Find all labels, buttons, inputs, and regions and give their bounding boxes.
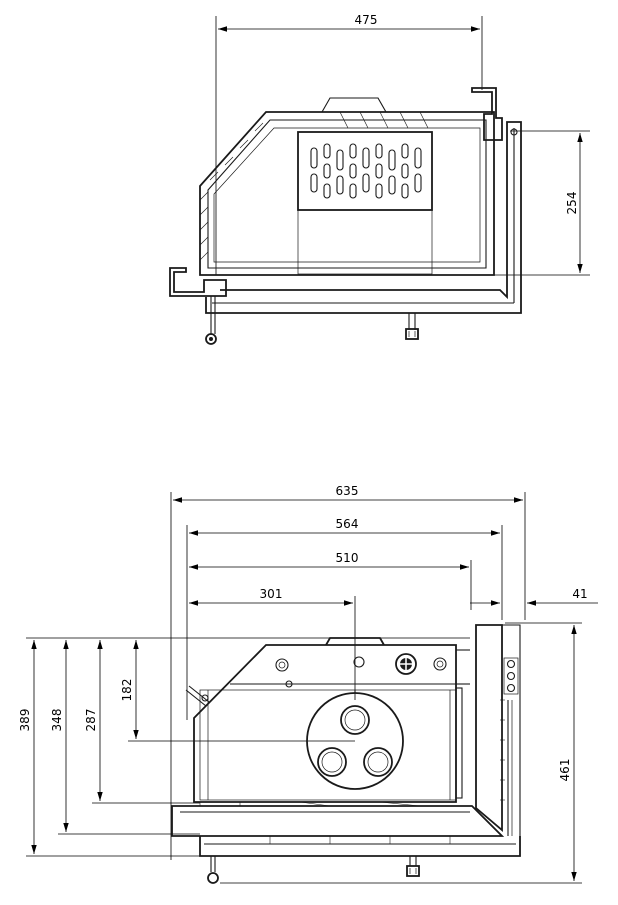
dim-510-label: 510 xyxy=(336,551,359,565)
dim-301-label: 301 xyxy=(260,587,283,601)
left-wall-hatch xyxy=(199,122,264,261)
firebox-outline xyxy=(199,111,495,276)
burner-plate xyxy=(306,692,404,790)
top-wall-hatch xyxy=(339,111,429,129)
dim-461: 461 xyxy=(220,622,582,884)
bolt-top-right xyxy=(510,128,518,136)
dim-182-label: 182 xyxy=(120,679,134,702)
dim-348: 348 xyxy=(50,640,200,835)
dim-182: 182 xyxy=(120,640,355,742)
grate-lower-panel xyxy=(297,209,433,275)
control-knob-left xyxy=(205,296,217,345)
front-knob-left xyxy=(207,856,219,884)
dim-287: 287 xyxy=(84,640,200,804)
grate-slots xyxy=(310,143,422,199)
dim-635-label: 635 xyxy=(336,484,359,498)
dim-287-label: 287 xyxy=(84,709,98,732)
grate-panel xyxy=(297,131,433,211)
inner-chamber xyxy=(199,689,457,801)
outer-frame xyxy=(205,121,522,314)
front-view: 635 564 510 301 41 389 xyxy=(18,484,598,884)
side-frame-ticks xyxy=(500,699,505,801)
dim-510: 510 xyxy=(189,551,472,610)
dim-41-label: 41 xyxy=(572,587,587,601)
dim-389: 389 xyxy=(18,637,470,857)
dim-564: 564 xyxy=(186,517,503,720)
control-knob-center xyxy=(405,313,419,340)
base-tray xyxy=(171,805,505,837)
dim-564-label: 564 xyxy=(336,517,359,531)
dim-254-label: 254 xyxy=(565,192,579,215)
dim-635: 635 xyxy=(170,484,526,860)
base-slots xyxy=(199,801,421,807)
front-knob-center xyxy=(406,856,420,877)
top-lid xyxy=(325,637,385,646)
dim-475-label: 475 xyxy=(355,13,378,27)
hook-bracket-top-right xyxy=(471,87,503,141)
top-controls xyxy=(275,653,447,688)
top-handle xyxy=(321,97,387,113)
dim-389-label: 389 xyxy=(18,709,32,732)
bottom-plate-ticks xyxy=(269,836,451,844)
side-frame-column xyxy=(475,624,503,832)
top-view: 475 254 xyxy=(169,13,590,345)
dim-254: 254 xyxy=(440,130,590,276)
dim-348-label: 348 xyxy=(50,709,64,732)
dim-301: 301 xyxy=(189,587,356,700)
dim-461-label: 461 xyxy=(558,759,572,782)
hook-bracket-bottom-left xyxy=(169,267,227,297)
bottom-plate xyxy=(199,836,521,857)
side-fittings xyxy=(503,657,519,695)
door-lever xyxy=(185,685,210,707)
dim-41: 41 xyxy=(470,587,598,606)
dim-475: 475 xyxy=(215,13,483,275)
